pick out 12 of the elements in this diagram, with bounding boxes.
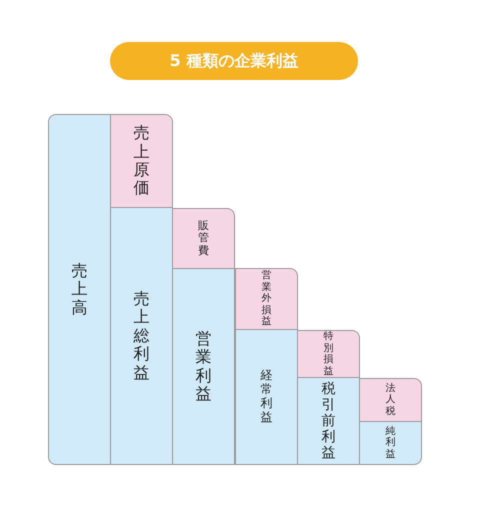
profit-block: 税引前利益	[297, 377, 360, 465]
profit-block: 売上高	[48, 114, 111, 465]
profit-block: 経常利益	[235, 329, 298, 465]
title-banner: 5 種類の企業利益	[110, 42, 358, 80]
cost-block: 営業外損益	[235, 268, 298, 330]
profit-block: 営業利益	[172, 268, 235, 465]
cost-block: 販管費	[172, 208, 235, 269]
cost-block: 特別損益	[297, 330, 360, 378]
cost-block: 売上原価	[110, 114, 173, 208]
profit-block: 純利益	[359, 421, 422, 465]
profit-block: 売上総利益	[110, 207, 173, 465]
cost-block: 法人税	[359, 378, 422, 422]
